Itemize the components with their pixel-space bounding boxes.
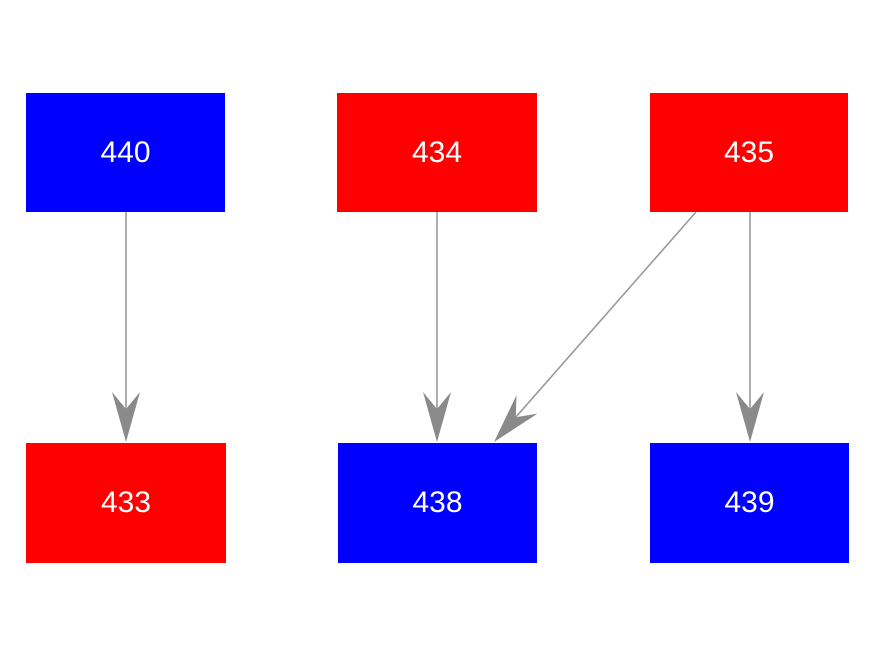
node-label-435: 435 (723, 135, 775, 169)
node-435[interactable]: 435 (650, 93, 848, 212)
arrowhead-icon-435-to-438 (494, 395, 538, 442)
node-label-439: 439 (724, 486, 775, 519)
arrowhead-icon-435-to-439 (736, 392, 764, 442)
node-label-434: 434 (411, 135, 463, 169)
node-439[interactable]: 439 (650, 443, 849, 563)
node-438[interactable]: 438 (338, 443, 537, 563)
node-433[interactable]: 433 (26, 443, 226, 563)
node-label-438: 438 (412, 486, 463, 519)
node-440[interactable]: 440 (26, 93, 225, 212)
node-434[interactable]: 434 (337, 93, 537, 212)
arrowhead-icon-440-to-433 (112, 392, 140, 442)
node-label-440: 440 (100, 135, 151, 169)
node-label-433: 433 (100, 486, 152, 519)
edge-line-435-to-438 (515, 211, 697, 418)
arrowhead-icon-434-to-438 (423, 392, 451, 442)
